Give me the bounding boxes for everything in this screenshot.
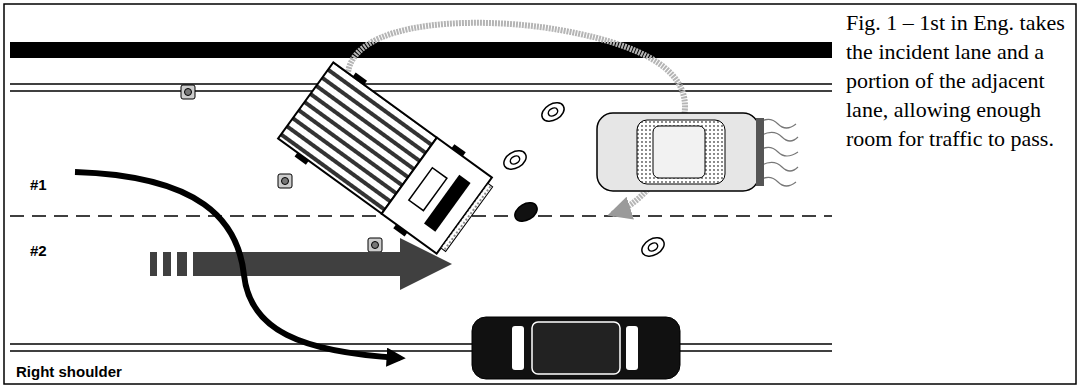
shoulder-label: Right shoulder <box>16 363 122 380</box>
edge-line <box>10 90 832 92</box>
traffic-cone <box>501 99 668 260</box>
incident-car <box>597 113 798 191</box>
lane-number: #2 <box>30 242 47 259</box>
fire-engine <box>275 58 500 261</box>
lane-arrow <box>150 238 452 290</box>
edge-line <box>10 350 832 352</box>
lane-number: #1 <box>30 176 47 193</box>
edge-line <box>10 343 832 345</box>
passing-car <box>472 317 680 379</box>
merge-arrow <box>75 172 400 358</box>
median-barrier <box>10 42 832 58</box>
figure-caption: Fig. 1 – 1st in Eng. takes the incident … <box>846 8 1072 153</box>
edge-line <box>10 83 832 85</box>
frame <box>4 4 1076 384</box>
